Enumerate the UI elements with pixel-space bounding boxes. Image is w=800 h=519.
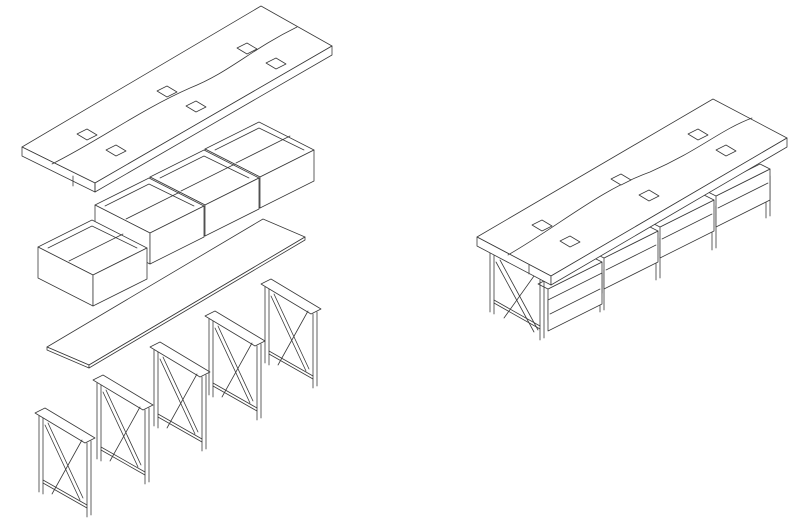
trestle-leg (92, 374, 154, 485)
tabletop-clamp (76, 42, 287, 157)
drawer-box (37, 219, 148, 307)
assembled-drawer (705, 163, 771, 228)
assembled-drawers (537, 163, 771, 332)
assembled-clamp (531, 128, 737, 248)
assembled-trestle-leg (489, 251, 545, 341)
exploded-view (21, 5, 333, 518)
trestle-leg (149, 341, 211, 452)
assembled-tabletop (476, 98, 788, 286)
trestle-leg (260, 278, 322, 389)
assembled-drawer (649, 194, 715, 259)
trestle-leg (34, 407, 96, 518)
assembled-drawer (547, 272, 603, 332)
exploded-trestles (34, 278, 322, 518)
exploded-tabletop (21, 5, 333, 193)
exploded-base-plate (46, 218, 306, 369)
assembled-view (476, 98, 788, 341)
exploded-drawers (37, 121, 315, 307)
trestle-leg (204, 310, 266, 421)
